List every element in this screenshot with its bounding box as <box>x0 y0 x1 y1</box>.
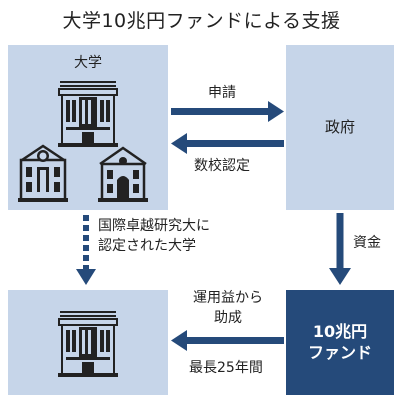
fund-label: 10兆円 ファンド <box>286 321 394 363</box>
certified-university-building-icon <box>57 311 119 378</box>
funds-label: 資金 <box>353 235 381 251</box>
limited-certification-arrow <box>171 133 284 154</box>
certified-label-line2: 認定された大学 <box>98 238 196 254</box>
support-label: 運用益から 助成 <box>172 288 284 328</box>
clock-tower-school-icon <box>16 144 70 204</box>
certified-arrow <box>76 215 96 285</box>
fund-label-line1: 10兆円 <box>312 322 368 341</box>
support-label-line1: 運用益から <box>193 290 263 306</box>
university-label: 大学 <box>74 55 102 71</box>
school-building-icon <box>96 146 150 204</box>
certified-label: 国際卓越研究大に 認定された大学 <box>98 216 210 256</box>
certified-label-line1: 国際卓越研究大に <box>98 218 210 234</box>
duration-label: 最長25年間 <box>189 360 263 376</box>
fund-label-line2: ファンド <box>307 343 372 362</box>
government-label: 政府 <box>324 118 355 136</box>
diagram-title: 大学10兆円ファンドによる支援 <box>62 10 341 32</box>
support-arrow <box>171 330 284 351</box>
support-label-line2: 助成 <box>214 310 242 326</box>
university-building-icon <box>57 81 119 148</box>
fund-box <box>286 290 394 395</box>
apply-label: 申請 <box>208 85 236 101</box>
limited-certification-label: 数校認定 <box>194 158 250 174</box>
apply-arrow <box>171 101 284 122</box>
government-box <box>286 45 394 210</box>
funds-arrow <box>329 213 351 285</box>
